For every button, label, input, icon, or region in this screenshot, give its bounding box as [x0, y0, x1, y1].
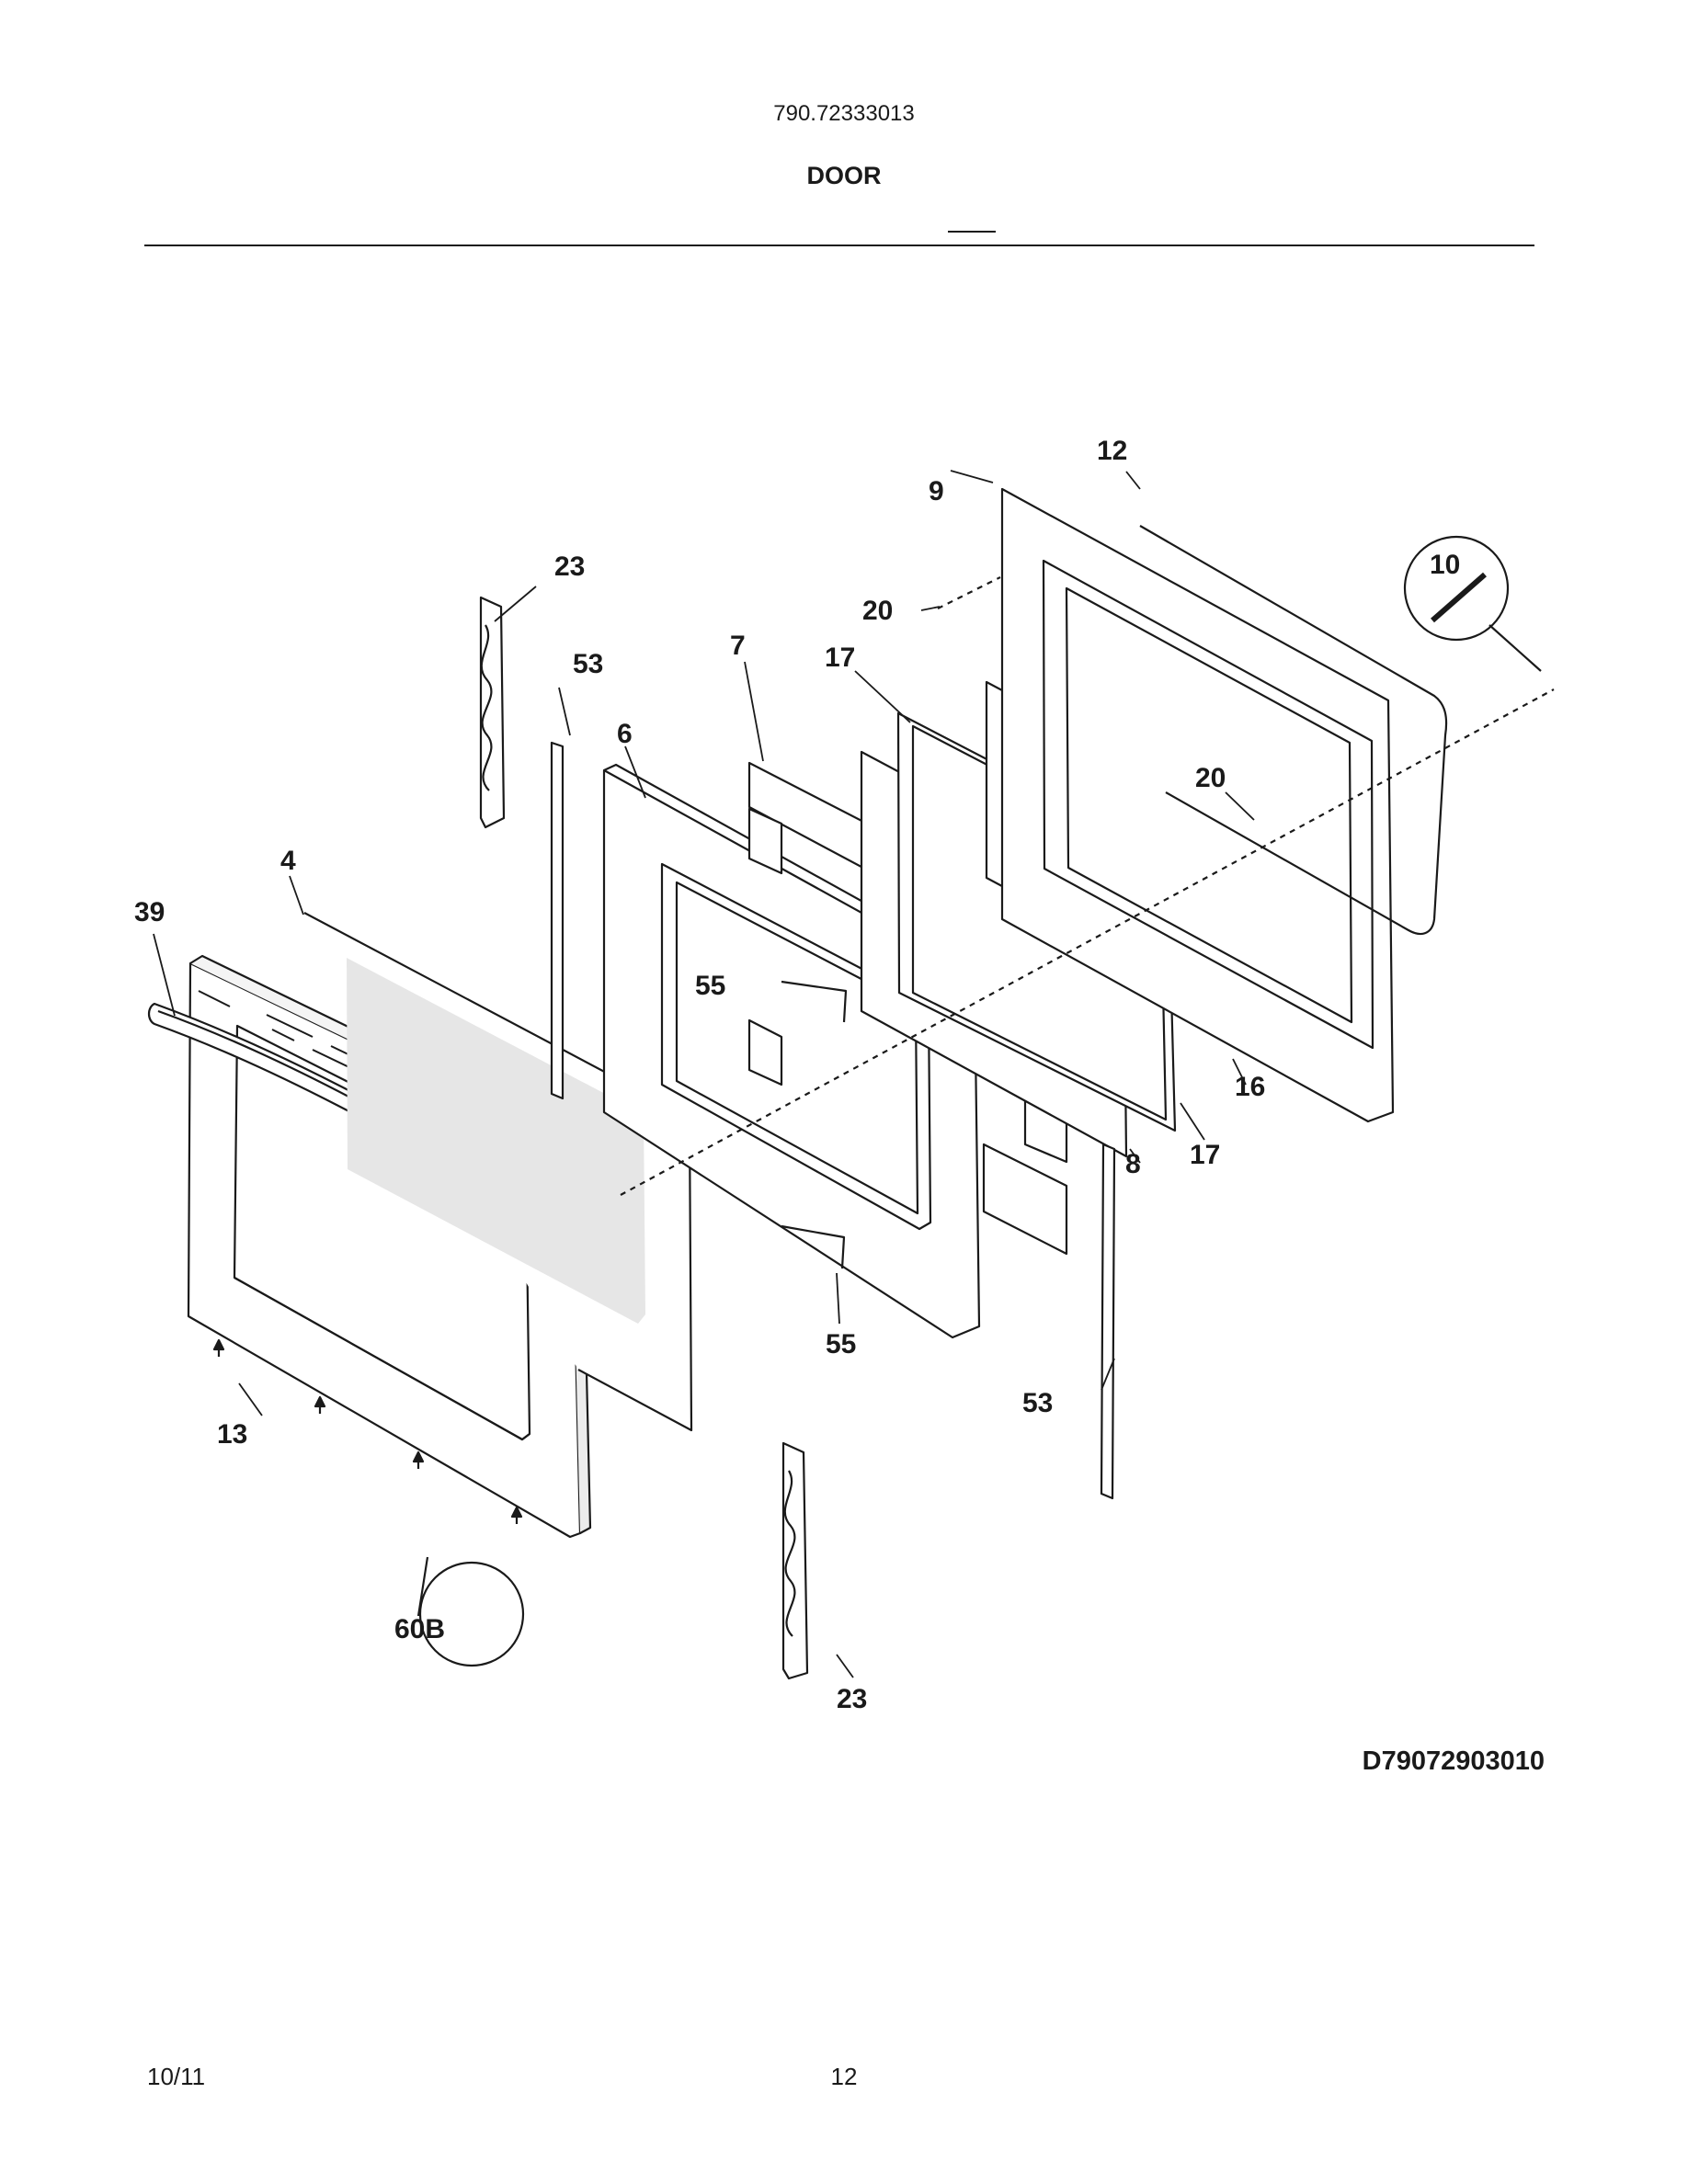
outer-glass [303, 912, 693, 1432]
callout-12: 12 [1097, 436, 1127, 466]
door-gasket [1139, 525, 1448, 936]
hinge-upper [479, 596, 506, 829]
callout-55-upper: 55 [695, 971, 725, 1001]
header-tick-mark [948, 231, 996, 233]
alignment-line [620, 688, 1555, 1196]
callout-17-upper: 17 [825, 643, 855, 673]
bolt-detail [1403, 535, 1542, 672]
footer-date: 10/11 [147, 2063, 206, 2090]
hinge-receptacles [781, 980, 848, 1269]
callout-55-lower: 55 [826, 1329, 856, 1359]
footer-page-number: 12 [830, 2063, 858, 2090]
callout-16: 16 [1235, 1072, 1265, 1102]
callout-20-lower: 20 [1195, 763, 1226, 793]
section-title: DOOR [806, 162, 882, 189]
callout-9: 9 [929, 476, 944, 506]
callout-39: 39 [134, 897, 165, 927]
callout-7: 7 [730, 631, 746, 661]
page-header: 790.72333013 DOOR [0, 0, 1688, 257]
diagram-code: D79072903010 [1362, 1746, 1545, 1776]
callout-17-lower: 17 [1190, 1140, 1220, 1170]
callout-13: 13 [217, 1419, 247, 1450]
callout-4: 4 [280, 846, 296, 876]
hinge-lower [781, 1441, 809, 1680]
callout-53-upper: 53 [573, 649, 603, 679]
alignment-line-2 [937, 576, 1001, 609]
callout-6: 6 [617, 719, 633, 749]
callout-23-lower: 23 [837, 1684, 867, 1714]
side-trim-left [550, 741, 565, 1100]
side-trim-right [1100, 1143, 1116, 1500]
callout-23-upper: 23 [554, 552, 585, 582]
callout-20-upper: 20 [862, 596, 893, 626]
header-divider [144, 245, 1534, 246]
panel-screws [212, 1338, 523, 1524]
callout-8: 8 [1125, 1149, 1141, 1179]
screw-detail [416, 1556, 525, 1667]
leader-lines [153, 470, 1255, 1678]
callout-60B: 60B [394, 1614, 445, 1644]
door-back-frame [1000, 487, 1395, 1123]
callout-53-lower: 53 [1022, 1388, 1053, 1418]
callout-10: 10 [1430, 550, 1460, 580]
model-number: 790.72333013 [773, 101, 915, 126]
